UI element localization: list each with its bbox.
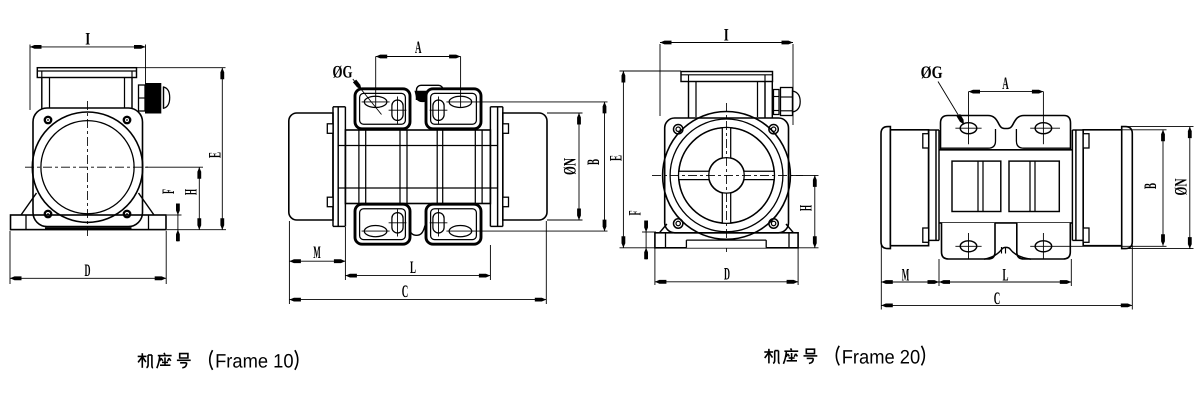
svg-text:A: A xyxy=(415,37,422,57)
svg-text:ØG: ØG xyxy=(333,62,353,82)
svg-text:I: I xyxy=(724,25,729,45)
svg-text:ØG: ØG xyxy=(921,62,943,82)
svg-text:M: M xyxy=(313,242,321,262)
svg-text:ØN: ØN xyxy=(560,158,580,175)
svg-text:C: C xyxy=(994,288,1001,308)
svg-text:B: B xyxy=(583,159,603,165)
svg-text:A: A xyxy=(1002,73,1009,93)
svg-text:I: I xyxy=(85,29,90,49)
svg-text:L: L xyxy=(410,257,416,277)
svg-text:F: F xyxy=(625,211,645,216)
svg-text:H: H xyxy=(796,205,816,211)
svg-text:E: E xyxy=(205,152,225,158)
svg-text:C: C xyxy=(402,281,409,301)
svg-text:Frame 10: Frame 10 xyxy=(215,351,294,373)
svg-text:Frame 20: Frame 20 xyxy=(842,346,921,368)
svg-text:D: D xyxy=(85,260,91,280)
svg-text:E: E xyxy=(606,155,626,161)
svg-text:H: H xyxy=(181,189,201,195)
svg-text:L: L xyxy=(1003,264,1009,284)
svg-text:F: F xyxy=(158,189,178,194)
svg-text:ØN: ØN xyxy=(1171,178,1191,195)
svg-text:M: M xyxy=(902,264,910,284)
svg-text:B: B xyxy=(1140,183,1160,189)
svg-text:D: D xyxy=(724,263,730,283)
